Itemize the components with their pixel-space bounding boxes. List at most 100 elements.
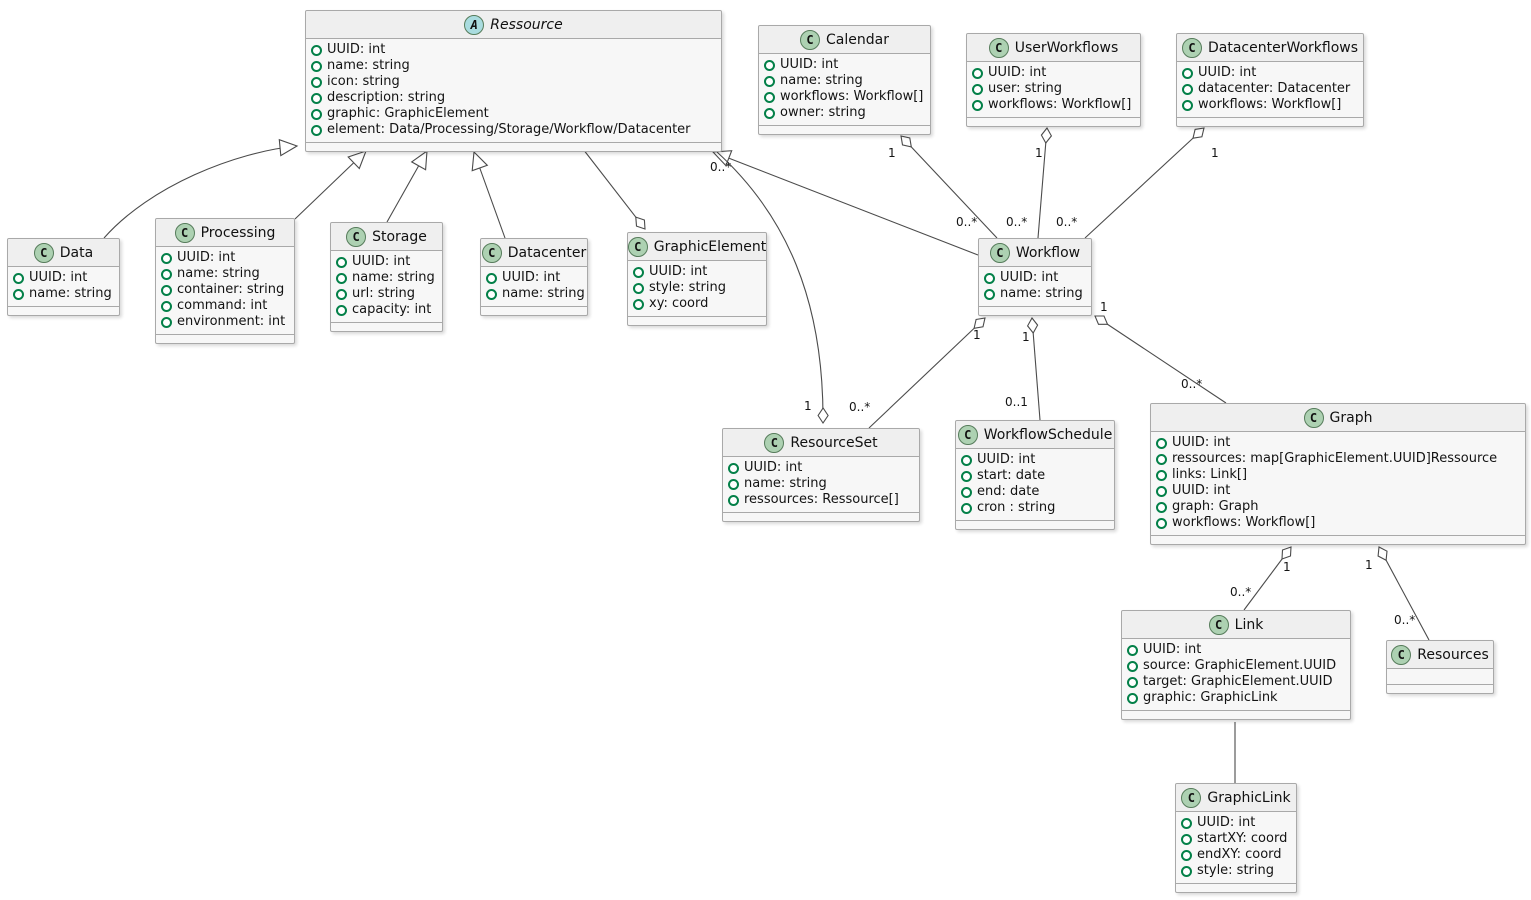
attribute-text: UUID: int (1197, 815, 1256, 830)
field-visibility-icon (161, 252, 172, 264)
class-attribute: UUID: int (1127, 642, 1345, 658)
class-attribute: UUID: int (1181, 815, 1291, 831)
attribute-text: ressources: map[GraphicElement.UUID]Ress… (1172, 451, 1498, 466)
class-attribute: command: int (161, 298, 289, 314)
class-methods-compartment (1151, 535, 1525, 544)
attribute-text: name: string (502, 286, 585, 301)
field-visibility-icon (336, 256, 347, 268)
field-visibility-icon (1156, 501, 1167, 513)
class-header: A Ressource (306, 11, 721, 39)
field-visibility-icon (311, 124, 322, 136)
class-icon: C (481, 242, 502, 263)
field-visibility-icon (633, 266, 644, 278)
class-title: Calendar (826, 31, 889, 48)
field-visibility-icon (1127, 692, 1138, 704)
field-visibility-icon (728, 462, 739, 474)
class-title: Ressource (490, 16, 563, 33)
field-visibility-icon (1182, 67, 1193, 79)
attribute-text: start: date (977, 468, 1046, 483)
class-attribute: UUID: int (764, 57, 925, 73)
class-title: GraphicLink (1207, 789, 1291, 806)
class-attribute: UUID: int (633, 264, 761, 280)
class-title: Datacenter (507, 244, 587, 261)
class-attribute: end: date (961, 484, 1109, 500)
attribute-text: name: string (352, 270, 435, 285)
class-attribute: workflows: Workflow[] (1182, 97, 1358, 113)
field-visibility-icon (311, 44, 322, 56)
class-attribute: environment: int (161, 314, 289, 330)
class-attribute: icon: string (311, 74, 716, 90)
class-methods-compartment (331, 322, 442, 331)
field-visibility-icon (633, 298, 644, 310)
class-attribute: element: Data/Processing/Storage/Workflo… (311, 122, 716, 138)
class-attribute: UUID: int (972, 65, 1135, 81)
field-visibility-icon (961, 486, 972, 498)
attribute-text: graphic: GraphicLink (1143, 690, 1278, 705)
class-attribute: UUID: int (1156, 483, 1520, 499)
field-visibility-icon (1156, 469, 1167, 481)
field-visibility-icon (961, 502, 972, 514)
field-visibility-icon (764, 59, 775, 71)
field-visibility-icon (161, 268, 172, 280)
attribute-text: command: int (177, 298, 268, 313)
class-title: GraphicElement (653, 238, 767, 255)
attribute-text: UUID: int (988, 65, 1047, 80)
attribute-text: UUID: int (177, 250, 236, 265)
field-visibility-icon (311, 60, 322, 72)
class-attribute: UUID: int (984, 270, 1086, 286)
field-visibility-icon (1181, 849, 1192, 861)
class-methods-compartment (1387, 684, 1493, 693)
class-methods-compartment (8, 306, 119, 315)
class-attribute: start: date (961, 468, 1109, 484)
field-visibility-icon (1156, 485, 1167, 497)
field-visibility-icon (984, 288, 995, 300)
abstract-class-icon: A (464, 14, 485, 35)
field-visibility-icon (336, 288, 347, 300)
attribute-text: workflows: Workflow[] (1198, 97, 1342, 112)
class-icon: C (1391, 644, 1412, 665)
attribute-text: name: string (744, 476, 827, 491)
field-visibility-icon (1181, 865, 1192, 877)
class-attribute: UUID: int (486, 270, 582, 286)
class-attribute: name: string (13, 286, 114, 302)
field-visibility-icon (486, 288, 497, 300)
class-attribute: style: string (633, 280, 761, 296)
attribute-text: name: string (327, 58, 410, 73)
field-visibility-icon (1182, 99, 1193, 111)
attribute-text: UUID: int (502, 270, 561, 285)
class-icon: C (989, 242, 1010, 263)
class-methods-compartment (481, 306, 587, 315)
field-visibility-icon (764, 75, 775, 87)
attribute-text: UUID: int (1172, 435, 1231, 450)
attribute-text: style: string (1197, 863, 1275, 878)
attribute-text: name: string (1000, 286, 1083, 301)
class-title: ResourceSet (790, 434, 878, 451)
field-visibility-icon (633, 282, 644, 294)
class-attribute: workflows: Workflow[] (972, 97, 1135, 113)
